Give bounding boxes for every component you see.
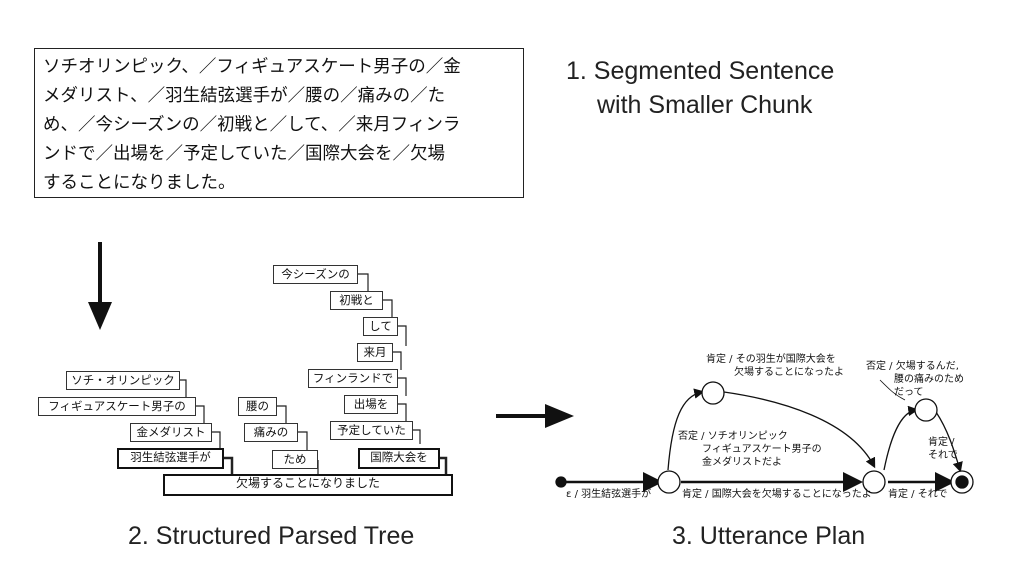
edge-label-right-down: 肯定 / それで	[928, 437, 958, 461]
segmented-sentence-box: ソチオリンピック、／フィギュアスケート男子の／金 メダリスト、／羽生結弦選手が／…	[34, 48, 524, 198]
caption-parsed-tree: 2. Structured Parsed Tree	[128, 522, 415, 550]
start-state	[555, 476, 567, 488]
edge-label-final: 肯定 / それで	[888, 489, 948, 500]
segmented-line: することになりました。	[43, 173, 236, 193]
caption-utterance-plan: 3. Utterance Plan	[672, 522, 866, 550]
parse-chunk: フィンランドで	[308, 369, 398, 388]
parse-chunk: 金メダリスト	[130, 423, 212, 442]
parse-chunk: 出場を	[344, 395, 398, 414]
segmented-line: め、／今シーズンの／初戦と／して、／来月フィンラ	[43, 115, 461, 135]
parse-chunk: ため	[272, 450, 318, 469]
parse-chunk: 今シーズンの	[273, 265, 358, 284]
parse-chunk: ソチ・オリンピック	[66, 371, 180, 390]
parse-chunk-main: 羽生結弦選手が	[117, 448, 224, 469]
utterance-plan-states	[555, 381, 974, 494]
state-node	[701, 381, 725, 405]
edge-label-start: ε / 羽生結弦選手が	[566, 489, 652, 500]
parse-chunk: フィギュアスケート男子の	[38, 397, 196, 416]
parse-chunk: 予定していた	[330, 421, 413, 440]
state-node	[862, 470, 886, 494]
parse-chunk-main: 国際大会を	[358, 448, 440, 469]
parse-chunk: 腰の	[238, 397, 277, 416]
edge-label-lower-mid: 否定 / ソチオリンピック フィギュアスケート男子の 金メダリストだよ	[678, 431, 822, 468]
right-arrow-icon	[496, 404, 574, 428]
edge-label-main: 肯定 / 国際大会を欠場することになったよ	[682, 489, 872, 500]
state-node	[914, 398, 938, 422]
parse-tree-connectors	[180, 273, 448, 474]
parse-chunk: 初戦と	[330, 291, 383, 310]
segmented-line: メダリスト、／羽生結弦選手が／腰の／痛みの／た	[43, 86, 446, 106]
state-node	[657, 470, 681, 494]
utterance-plan-edges	[561, 379, 963, 492]
caption-segmented-sentence: 1. Segmented Sentence with Smaller Chunk	[566, 57, 835, 119]
parse-chunk: 痛みの	[244, 423, 298, 442]
segmented-line: ンドで／出場を／予定していた／国際大会を／欠場	[43, 144, 445, 164]
parse-chunk: 来月	[357, 343, 393, 362]
segmented-line: ソチオリンピック、／フィギュアスケート男子の／金	[43, 57, 461, 77]
edge-label-right-upper: 否定 / 欠場するんだ, 腰の痛みのため だって	[866, 361, 964, 398]
parse-chunk: して	[363, 317, 398, 336]
final-state-inner	[955, 475, 969, 489]
edge-label-upper-arc: 肯定 / その羽生が国際大会を 欠場することになったよ	[706, 354, 844, 378]
parse-root-chunk: 欠場することになりました	[163, 474, 453, 496]
down-arrow-icon	[88, 242, 112, 330]
